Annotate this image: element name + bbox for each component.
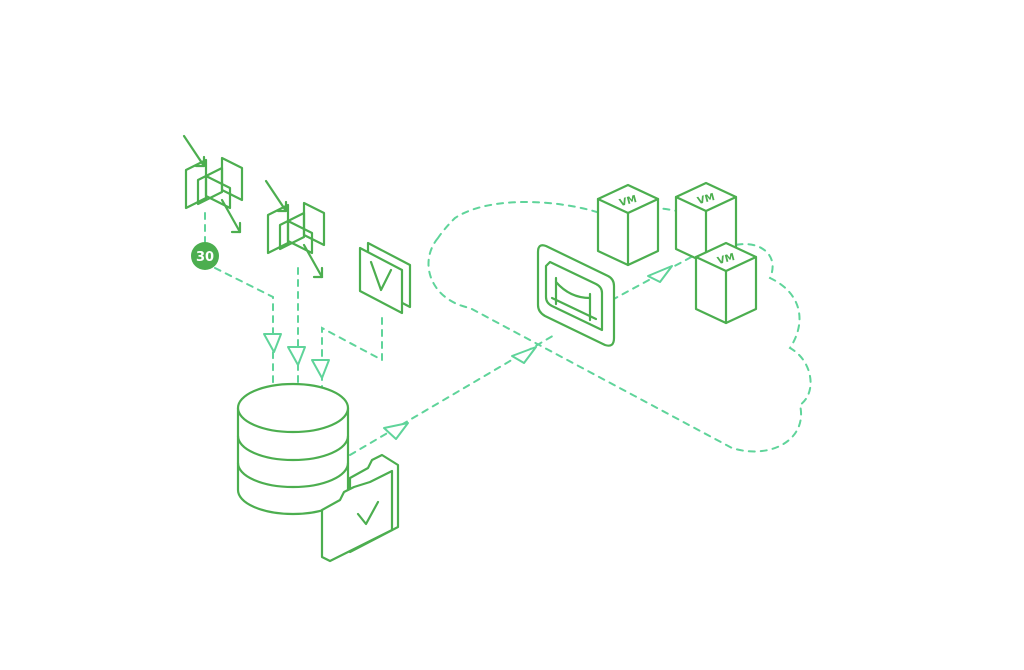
arrow-right-1: [383, 422, 409, 440]
verify-document-icon: [358, 241, 412, 315]
vm-label: VM: [716, 252, 736, 267]
arrow-right-2: [511, 346, 537, 364]
vm-label: VM: [696, 192, 716, 207]
vm-cube: VM: [674, 181, 738, 265]
badge-value: 30: [196, 250, 214, 265]
vm-label: VM: [618, 194, 638, 209]
arrow-down-3: [311, 359, 330, 379]
arrow-down-1: [263, 333, 282, 353]
backup-chain-icon: [182, 134, 244, 234]
arrow-right-3: [647, 265, 673, 283]
vm-cube: VM: [596, 183, 660, 267]
gateway-bridge-icon: [536, 244, 616, 347]
database-icon: [236, 382, 350, 516]
arrow-down-2: [287, 346, 306, 366]
folder-check-icon: [320, 453, 400, 563]
flow-arrows: [263, 265, 673, 440]
cloud-outline: [427, 201, 812, 453]
backup-chain-icon: [264, 179, 326, 279]
vm-cube: VM: [694, 241, 758, 325]
retention-badge: 30: [191, 242, 219, 270]
